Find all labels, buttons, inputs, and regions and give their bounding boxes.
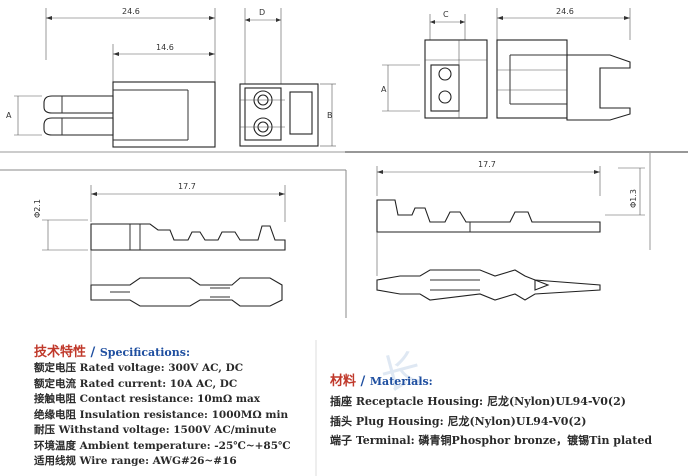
dim-side-height: A	[6, 111, 12, 120]
receptacle-terminal-drawing: 17.7 Φ2.1	[33, 182, 286, 307]
dim-end-height: A	[381, 85, 387, 94]
specifications-title: 技术特性 / Specifications:	[34, 341, 190, 360]
dim-front-height: B	[327, 111, 333, 120]
materials-title-sep: /	[356, 374, 370, 389]
materials-list: 插座 Receptacle Housing: 尼龙(Nylon)UL94-V0(…	[330, 392, 652, 451]
spec-wire-range: 适用线规 Wire range: AWG#26~#16	[34, 455, 237, 467]
housing-side-view: 24.6 14.6 A	[6, 7, 216, 148]
specifications-list: 额定电压 Rated voltage: 300V AC, DC 额定电流 Rat…	[34, 361, 291, 470]
spec-contact-resistance: 接触电阻 Contact resistance: 10mΩ max	[34, 393, 261, 405]
dim-side-inner: 14.6	[156, 43, 174, 52]
dim-side-length: 24.6	[122, 7, 140, 16]
dim-top-width: C	[443, 10, 449, 19]
materials-title-cn: 材料	[330, 374, 357, 389]
dim-receptacle-length: 17.7	[178, 182, 196, 191]
materials-title-en: Materials:	[369, 375, 433, 388]
dim-plug-diameter: Φ1.3	[629, 189, 638, 208]
specifications-title-en: Specifications:	[99, 346, 191, 359]
specifications-title-cn: 技术特性	[34, 345, 87, 360]
material-plug-housing: 插头 Plug Housing: 尼龙(Nylon)UL94-V0(2)	[330, 414, 587, 428]
spec-withstand-voltage: 耐压 Withstand voltage: 1500V AC/minute	[34, 424, 277, 436]
dim-front-width: D	[259, 8, 265, 17]
dim-receptacle-diameter: Φ2.1	[33, 199, 42, 218]
spec-rated-current: 额定电流 Rated current: 10A AC, DC	[34, 377, 238, 390]
spec-ambient-temperature: 环境温度 Ambient temperature: -25℃~+85℃	[34, 439, 291, 452]
material-receptacle-housing: 插座 Receptacle Housing: 尼龙(Nylon)UL94-V0(…	[330, 395, 626, 408]
material-terminal: 端子 Terminal: 磷青铜Phosphor bronze，镀锡Tin pl…	[330, 434, 653, 447]
housing-front-view: D B	[239, 8, 336, 147]
specifications-title-sep: /	[86, 345, 100, 360]
plug-terminal-drawing: 17.7 Φ1.3	[376, 160, 645, 301]
housing-end-view: C A	[381, 10, 488, 119]
dim-rear-length: 24.6	[556, 7, 574, 16]
housing-rear-view: 24.6	[496, 7, 631, 121]
materials-title: 材料 / Materials:	[330, 370, 433, 389]
spec-rated-voltage: 额定电压 Rated voltage: 300V AC, DC	[34, 362, 244, 374]
dim-plug-length: 17.7	[478, 160, 496, 169]
spec-insulation-resistance: 绝缘电阻 Insulation resistance: 1000MΩ min	[34, 408, 289, 421]
